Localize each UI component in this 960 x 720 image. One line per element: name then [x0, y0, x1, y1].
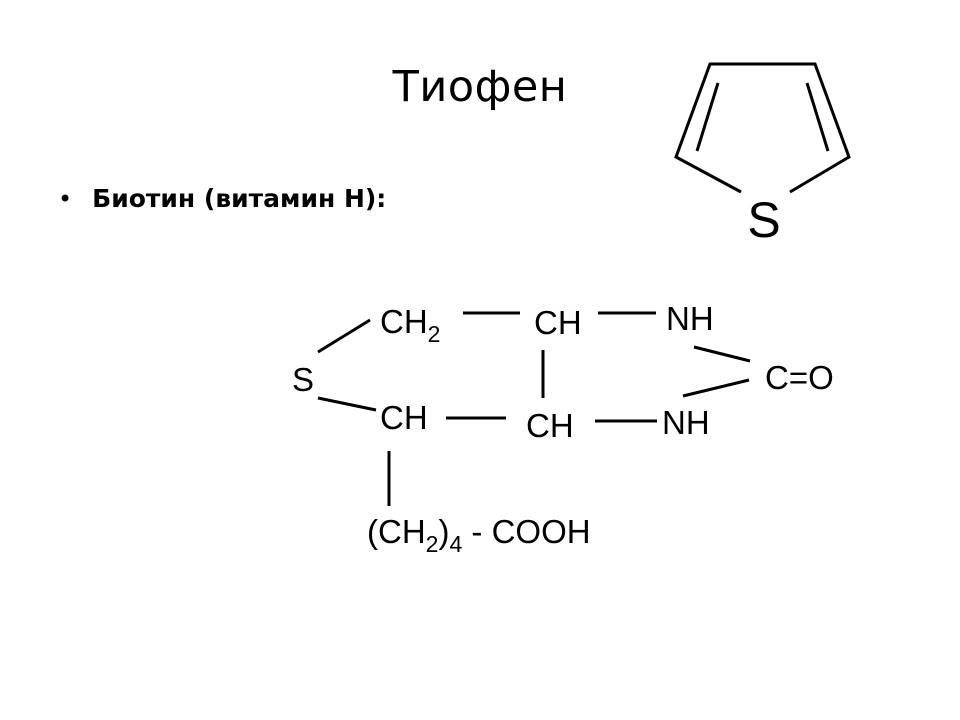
biotin-ch-bottom-left: CH: [380, 399, 428, 436]
chain-open: (CH: [367, 513, 426, 550]
biotin-structure: S CH2 CH NH C=O CH CH NH (CH2)4 - COOH: [292, 300, 834, 557]
ch2-subscript: 2: [428, 321, 441, 347]
biotin-sulfur: S: [292, 361, 314, 398]
biotin-side-chain: (CH2)4 - COOH: [367, 513, 591, 557]
bond-s-ch: [317, 396, 377, 412]
thiophene-double-bond-right: [805, 82, 830, 152]
bond-s-ch2: [317, 318, 371, 354]
chain-subscript-4: 4: [449, 531, 462, 557]
bullet-text: Биотин (витамин Н):: [92, 184, 387, 213]
ch2-main: CH: [380, 303, 428, 340]
thiophene-structure: S: [674, 62, 851, 248]
bond-nh-co-bottom: [682, 378, 750, 398]
biotin-ch-top: CH: [534, 304, 582, 341]
bond-nh-co-top: [693, 345, 751, 363]
chain-close: ): [438, 513, 449, 550]
thiophene-ring-bonds: [674, 62, 851, 194]
biotin-nh-top: NH: [666, 300, 714, 337]
bullet-item: • Биотин (витамин Н):: [58, 184, 386, 213]
biotin-nh-bottom: NH: [662, 404, 710, 441]
slide-title: Тиофен: [392, 62, 568, 112]
bullet-dot-icon: •: [58, 184, 73, 213]
biotin-ch-bottom-mid: CH: [526, 407, 574, 444]
thiophene-double-bond-left: [695, 82, 720, 152]
biotin-ch2: CH2: [380, 303, 440, 347]
chain-subscript-2: 2: [426, 531, 439, 557]
biotin-carbonyl: C=O: [765, 359, 834, 396]
chain-tail: - COOH: [462, 513, 590, 550]
thiophene-sulfur: S: [747, 192, 780, 248]
